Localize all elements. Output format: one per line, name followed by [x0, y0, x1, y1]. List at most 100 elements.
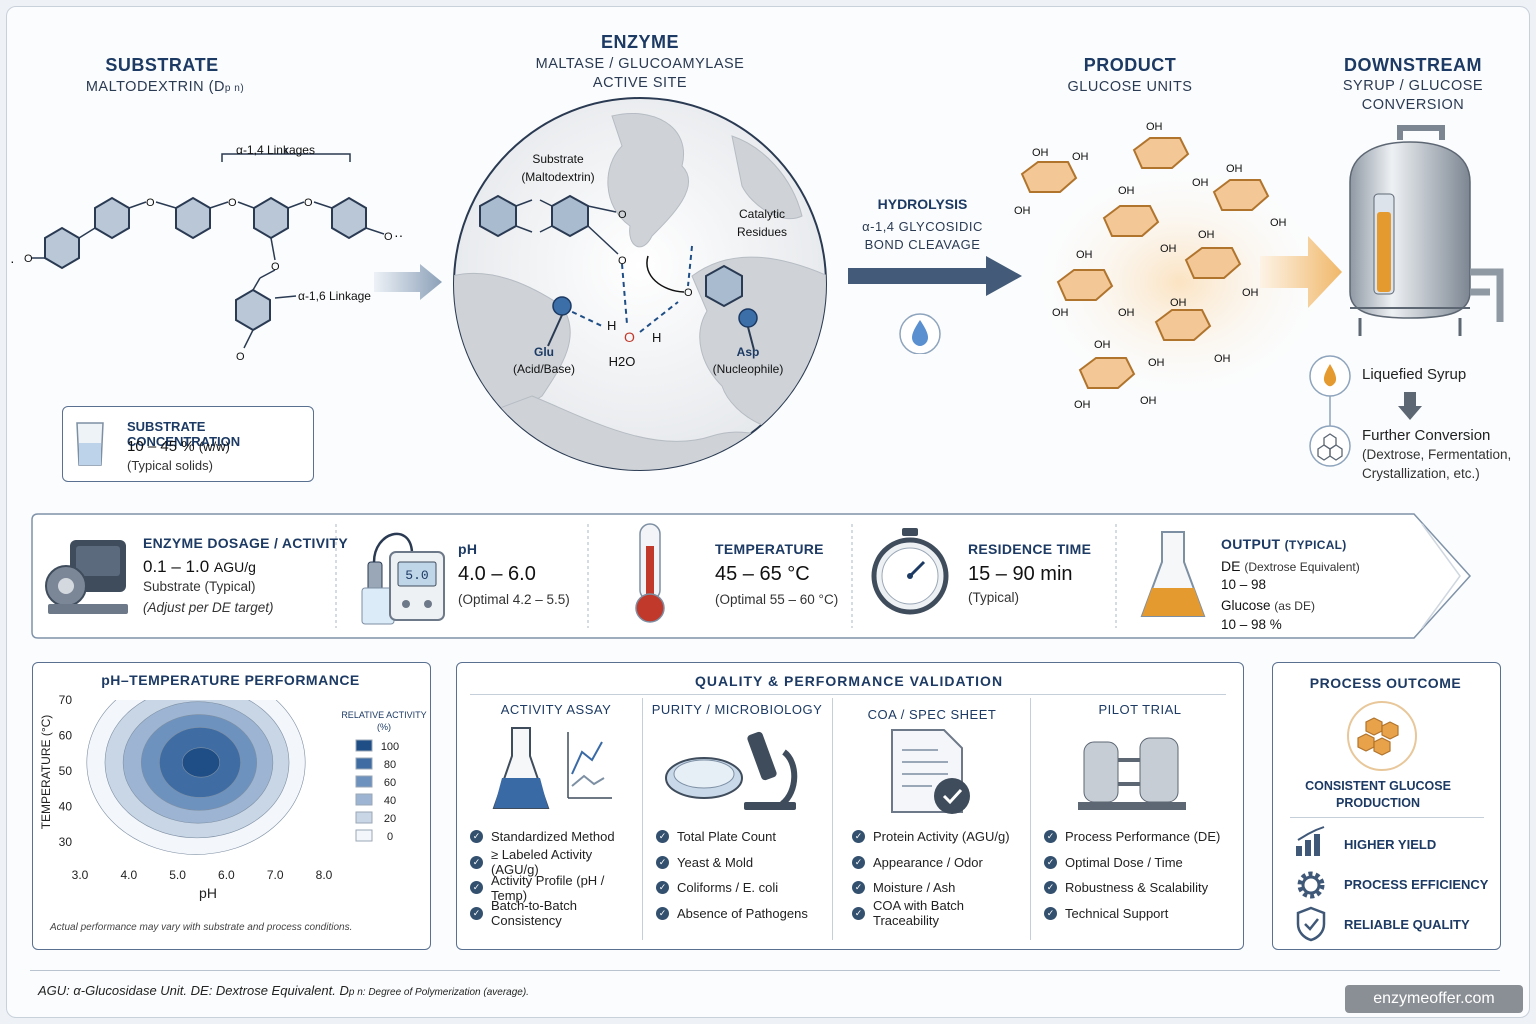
glu-role: (Acid/Base): [513, 362, 575, 376]
legend-swatch: [355, 829, 373, 842]
footer-abbreviations: AGU: α-Glucosidase Unit. DE: Dextrose Eq…: [38, 983, 529, 998]
svg-text:H: H: [652, 330, 661, 345]
glucose-unit: [1020, 161, 1078, 193]
down-arrow-icon: [1398, 392, 1422, 420]
glucose-ring: [331, 196, 367, 240]
molecule-icon: [1317, 433, 1343, 461]
reactor-tank-icon: [1349, 125, 1504, 336]
coa-document-icon: [891, 729, 970, 814]
flow-arrow-icon: [374, 264, 442, 300]
quality-divider: [470, 694, 1226, 695]
x-tick-label: 7.0: [267, 868, 284, 882]
substrate-title: SUBSTRATE: [105, 55, 219, 75]
concentration-title: SUBSTRATE CONCENTRATION: [127, 419, 241, 449]
petri-microscope-icon: [665, 731, 798, 810]
list-item: ✓Yeast & Mold: [656, 850, 828, 876]
downstream-subtitle-1: SYRUP / GLUCOSE: [1342, 78, 1484, 94]
x-tick-label: 3.0: [72, 868, 89, 882]
svg-text:OH: OH: [1118, 307, 1135, 319]
svg-text:OH: OH: [1118, 185, 1135, 197]
svg-text:OH: OH: [1160, 243, 1177, 255]
downstream-subtitle-2: CONVERSION: [1361, 97, 1465, 113]
pilot-plant-icon: [1078, 737, 1186, 810]
substrate-label-1: Substrate: [532, 152, 584, 166]
svg-text:O: O: [228, 197, 237, 209]
svg-text:OH: OH: [1052, 307, 1069, 319]
assay-flask-chart-icon: [492, 727, 612, 809]
list-item: ✓≥ Labeled Activity (AGU/g): [470, 847, 640, 877]
glucose-unit: [1132, 137, 1190, 169]
protein-surface: [607, 112, 689, 248]
param-temperature-value: 45 – 65 °C: [715, 563, 810, 585]
svg-text:OH: OH: [1074, 399, 1091, 411]
list-item: ✓Process Performance (DE): [1044, 824, 1234, 850]
enzyme-subtitle-1: MALTASE / GLUCOAMYLASE: [535, 56, 745, 72]
asp-role: (Nucleophile): [713, 362, 784, 376]
list-item: ✓Coliforms / E. coli: [656, 875, 828, 901]
enzyme-title: ENZYME: [600, 32, 679, 52]
x-tick-label: 6.0: [218, 868, 235, 882]
legend-swatch: [355, 811, 373, 824]
svg-text:OH: OH: [1032, 147, 1049, 159]
param-residence-note: (Typical): [968, 590, 1020, 605]
svg-text:OH: OH: [1148, 357, 1165, 369]
glu-residue: [552, 296, 572, 316]
list-item: ✓Robustness & Scalability: [1044, 875, 1234, 901]
svg-text:O: O: [236, 351, 245, 363]
substrate-subtitle: MALTODEXTRIN (Dp n): [85, 79, 245, 95]
param-dosage-note: Substrate (Typical): [143, 579, 256, 594]
param-dosage-note-2: (Adjust per DE target): [143, 600, 274, 615]
param-de-label: DE (Dextrose Equivalent): [1221, 558, 1360, 574]
y-tick-label: 40: [59, 800, 73, 814]
svg-text:OH: OH: [1076, 249, 1093, 261]
quality-col-head: PURITY / MICROBIOLOGY: [651, 702, 823, 717]
quality-list-coa: ✓Protein Activity (AGU/g) ✓Appearance / …: [852, 824, 1028, 928]
y-tick-label: 70: [59, 693, 73, 707]
concentration-value: 10 – 45 % (w/w): [127, 438, 230, 455]
svg-text:5.0: 5.0: [405, 568, 428, 583]
catalytic-label-2: Residues: [737, 225, 787, 239]
list-item: ✓Activity Profile (pH / Temp): [470, 873, 640, 903]
y-tick-label: 60: [59, 729, 73, 743]
legend-swatch: [355, 775, 373, 788]
svg-text:O: O: [146, 197, 155, 209]
glucose-unit: [1102, 205, 1160, 237]
legend-label: 80: [384, 759, 396, 771]
svg-text:O: O: [271, 261, 280, 273]
svg-text:OH: OH: [1140, 395, 1157, 407]
substrate-label-2: (Maltodextrin): [521, 170, 594, 184]
quality-col-head: ACTIVITY ASSAY: [500, 702, 612, 717]
svg-text:H: H: [607, 318, 616, 333]
y-tick-label: 30: [59, 835, 73, 849]
gear-icon: [1297, 871, 1325, 899]
further-note-1: (Dextrose, Fermentation,: [1362, 447, 1512, 462]
y-tick-label: 50: [59, 764, 73, 778]
hydrolysis-arrow: [848, 256, 1022, 354]
list-item: ✓Technical Support: [1044, 901, 1234, 927]
legend-swatch: [355, 739, 373, 752]
outcome-quality: RELIABLE QUALITY: [1344, 917, 1470, 932]
legend-label: 100: [381, 741, 399, 753]
svg-text:OH: OH: [1146, 121, 1163, 133]
quality-divider: [1030, 698, 1031, 940]
legend-label: 20: [384, 813, 396, 825]
list-item: ✓Total Plate Count: [656, 824, 828, 850]
param-temperature-note: (Optimal 55 – 60 °C): [715, 592, 839, 607]
active-site-diagram: Substrate (Maltodextrin) Catalytic Resid…: [453, 97, 827, 471]
param-ph-note: (Optimal 4.2 – 5.5): [458, 592, 570, 607]
svg-text:OH: OH: [1170, 297, 1187, 309]
outcome-divider: [1290, 817, 1484, 818]
list-item: ✓Batch-to-Batch Consistency: [470, 898, 640, 928]
glucose-ring: [235, 288, 271, 332]
x-tick-label: 5.0: [169, 868, 186, 882]
syrup-drop-icon: [1323, 364, 1337, 387]
contour-band-100: [181, 747, 221, 778]
legend-label: 60: [384, 777, 396, 789]
flow-arrow-orange-icon: [1260, 236, 1342, 308]
glucose-ring: [175, 196, 211, 240]
contour-footnote: Actual performance may vary with substra…: [49, 922, 352, 933]
enzyme-subtitle-2: ACTIVE SITE: [592, 75, 688, 91]
glucose-unit: [1184, 247, 1242, 279]
